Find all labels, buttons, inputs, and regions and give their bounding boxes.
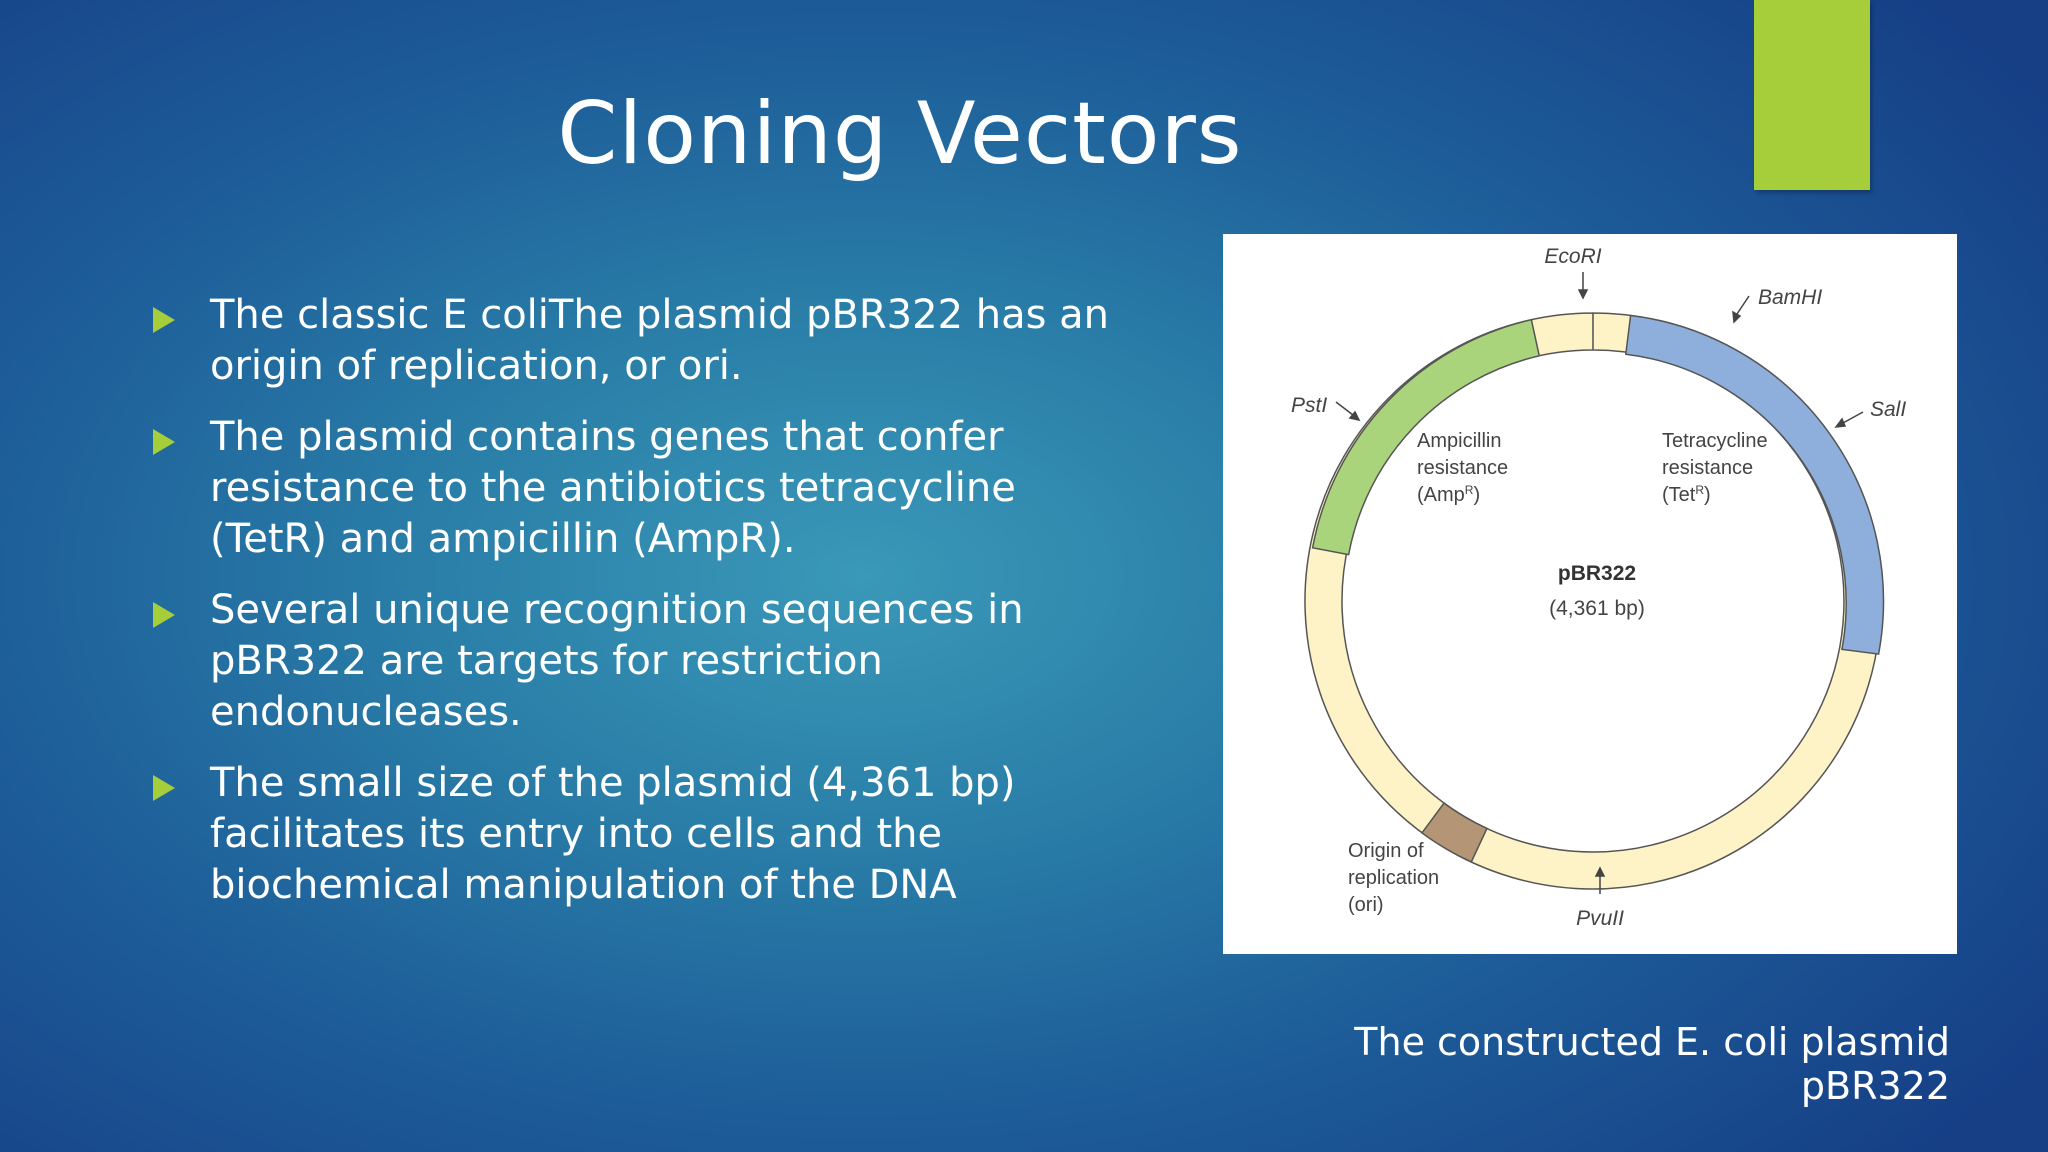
bullet-item: The plasmid contains genes that confer r… [150, 412, 1140, 565]
slide-title: Cloning Vectors [557, 84, 1243, 184]
ecori-label: EcoRI [1544, 245, 1601, 268]
plasmid-figure: EcoRI BamHI SalI PstI PvuII Ampicillin r… [1223, 234, 1957, 954]
bullet-arrow-icon [153, 775, 175, 801]
bullet-text: Several unique recognition sequences in … [210, 587, 1024, 735]
bullet-item: Several unique recognition sequences in … [150, 585, 1140, 738]
bullet-arrow-icon [153, 307, 175, 333]
bullet-item: The classic E coliThe plasmid pBR322 has… [150, 290, 1140, 392]
sali-marker [1834, 411, 1864, 428]
psti-marker [1335, 401, 1361, 422]
bullet-text: The plasmid contains genes that confer r… [210, 414, 1016, 562]
pvuii-marker [1594, 866, 1606, 894]
figure-caption: The constructed E. coli plasmid pBR322 [1354, 1020, 1950, 1108]
bullet-list: The classic E coliThe plasmid pBR322 has… [150, 290, 1140, 931]
tet-resistance-segment [1624, 314, 1885, 655]
accent-bar [1754, 0, 1870, 190]
ecori-marker [1577, 272, 1589, 300]
bullet-arrow-icon [153, 429, 175, 455]
psti-label: PstI [1291, 394, 1327, 417]
ori-label: Origin of replication (ori) [1348, 840, 1445, 916]
sali-label: SalI [1870, 398, 1906, 421]
tet-resistance-label: Tetracycline resistance (TetR) [1662, 430, 1773, 506]
plasmid-map: EcoRI BamHI SalI PstI PvuII Ampicillin r… [1291, 245, 1906, 930]
bamhi-marker [1732, 295, 1750, 324]
amp-resistance-label: Ampicillin resistance (AmpR) [1417, 430, 1514, 506]
bullet-arrow-icon [153, 602, 175, 628]
bullet-item: The small size of the plasmid (4,361 bp)… [150, 758, 1140, 911]
plasmid-size: (4,361 bp) [1549, 597, 1645, 620]
ori-segment [1420, 802, 1488, 863]
backbone-ring [1304, 312, 1882, 890]
amp-resistance-segment [1311, 318, 1541, 556]
pvuii-label: PvuII [1576, 907, 1624, 930]
bullet-text: The small size of the plasmid (4,361 bp)… [210, 760, 1016, 908]
plasmid-name: pBR322 [1558, 562, 1636, 585]
bullet-text: The classic E coliThe plasmid pBR322 has… [210, 292, 1110, 389]
bamhi-label: BamHI [1758, 286, 1822, 309]
